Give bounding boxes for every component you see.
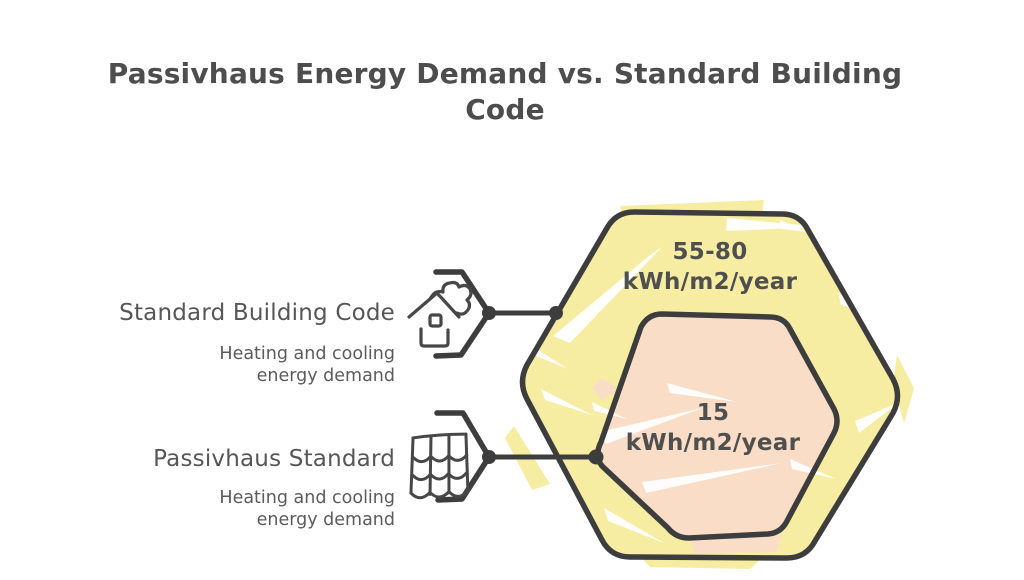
window [428, 313, 443, 328]
connector-dot [588, 449, 604, 465]
house-fire-icon [407, 280, 473, 348]
bracket [434, 410, 492, 503]
inner-hexagon-value-text: 15 kWh/m2/year [626, 399, 801, 459]
roof [407, 291, 461, 319]
page-title-line1: Passivhaus Energy Demand vs. Standard Bu… [107, 57, 903, 90]
outer-hexagon-value-text: 55-80 kWh/m2/year [623, 238, 798, 298]
house-body [419, 327, 450, 348]
label-passivhaus-standard: Passivhaus Standard [153, 446, 395, 472]
inner-hexagon-outline [595, 311, 840, 541]
page-title-line2: Code [465, 92, 545, 126]
page-title: Passivhaus Energy Demand vs. Standard Bu… [75, 56, 935, 128]
roof-mask [408, 292, 461, 319]
outer-hexagon-value: 55-80 [672, 239, 748, 265]
inner-hexagon-unit: kWh/m2/year [625, 429, 801, 456]
connector-dot [482, 450, 496, 464]
description-passivhaus-standard: Heating and cooling energy demand [219, 488, 395, 531]
inner-hexagon-value: 15 [696, 400, 730, 426]
roof-tiles-icon [409, 432, 470, 500]
connector-dot [549, 306, 563, 320]
outer-highlight-streaks [527, 218, 900, 543]
outer-hexagon-outline [519, 209, 901, 561]
description-standard-building-code: Heating and cooling energy demand [219, 344, 395, 387]
connector-passivhaus-standard [434, 410, 604, 503]
connector-dot [482, 306, 496, 320]
outer-hexagon-unit: kWh/m2/year [622, 268, 798, 295]
connector-standard-building-code [433, 269, 563, 359]
label-standard-building-code: Standard Building Code [119, 300, 395, 326]
